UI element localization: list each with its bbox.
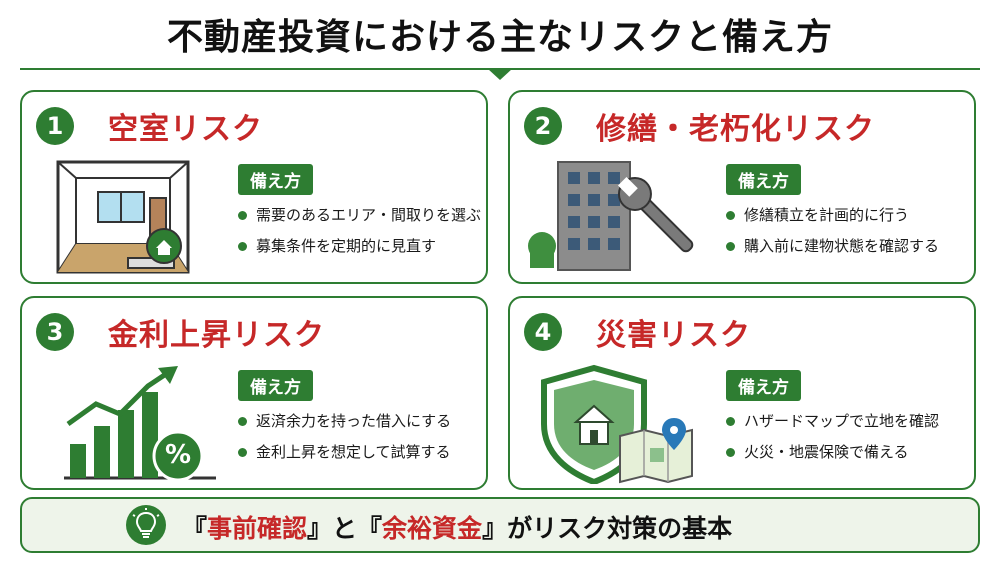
prep-badge: 備え方 (726, 370, 801, 401)
card-title: 修繕・老朽化リスク (596, 112, 875, 147)
list-item: 金利上昇を想定して試算する (238, 443, 451, 462)
highlight-text: 事前確認 (207, 514, 308, 543)
bullet-dot (238, 211, 247, 220)
bullet-list: 返済余力を持った借入にする 金利上昇を想定して試算する (238, 412, 451, 474)
card-number: 2 (524, 107, 562, 145)
bullet-dot (238, 448, 247, 457)
list-item: 火災・地震保険で備える (726, 443, 939, 462)
bullet-dot (238, 242, 247, 251)
bullet-dot (238, 417, 247, 426)
list-item: 購入前に建物状態を確認する (726, 237, 939, 256)
shield-house-map-icon (541, 364, 693, 484)
list-item: 返済余力を持った借入にする (238, 412, 451, 431)
card-title: 空室リスク (108, 112, 263, 147)
summary-text: 『事前確認』と『余裕資金』がリスク対策の基本 (182, 514, 733, 543)
bullet-dot (726, 242, 735, 251)
risk-card-interest: 3 金利上昇リスク % 備え方 返済余力を持った借入にする 金利上昇を想定して試… (20, 296, 488, 490)
rising-bar-chart-percent-icon: % (36, 364, 226, 484)
list-item: ハザードマップで立地を確認 (726, 412, 939, 431)
card-number: 4 (524, 313, 562, 351)
list-item: 修繕積立を計画的に行う (726, 206, 939, 225)
percent-symbol: % (164, 440, 192, 470)
bullet-list: 修繕積立を計画的に行う 購入前に建物状態を確認する (726, 206, 939, 268)
building-with-wrench-icon (528, 161, 694, 271)
prep-badge: 備え方 (238, 164, 313, 195)
bullet-list: ハザードマップで立地を確認 火災・地震保険で備える (726, 412, 939, 474)
prep-badge: 備え方 (238, 370, 313, 401)
list-item: 募集条件を定期的に見直す (238, 237, 481, 256)
list-item: 需要のあるエリア・間取りを選ぶ (238, 206, 481, 225)
bullet-dot (726, 211, 735, 220)
risk-card-vacancy: 1 空室リスク 備え方 需要のあるエリア・間取りを選ぶ 募集条件を定期的に見直す (20, 90, 488, 284)
summary-banner: 『事前確認』と『余裕資金』がリスク対策の基本 (20, 497, 980, 553)
bullet-dot (726, 448, 735, 457)
lightbulb-icon (126, 505, 166, 545)
card-title: 金利上昇リスク (108, 318, 325, 353)
empty-room-with-key-icon (56, 160, 190, 274)
title-divider-notch (488, 69, 512, 80)
page-title: 不動産投資における主なリスクと備え方 (166, 17, 833, 58)
bullet-list: 需要のあるエリア・間取りを選ぶ 募集条件を定期的に見直す (238, 206, 481, 268)
bullet-dot (726, 417, 735, 426)
card-number: 1 (36, 107, 74, 145)
card-number: 3 (36, 313, 74, 351)
highlight-text: 余裕資金 (382, 514, 483, 543)
card-title: 災害リスク (596, 318, 751, 353)
risk-card-disaster: 4 災害リスク 備え方 ハザードマップで立地を確認 火災・地震保険で備える (508, 296, 976, 490)
risk-card-repair: 2 修繕・老朽化リスク 備え方 修繕積立を計画的に行う 購入前に建物状態を確認す… (508, 90, 976, 284)
prep-badge: 備え方 (726, 164, 801, 195)
